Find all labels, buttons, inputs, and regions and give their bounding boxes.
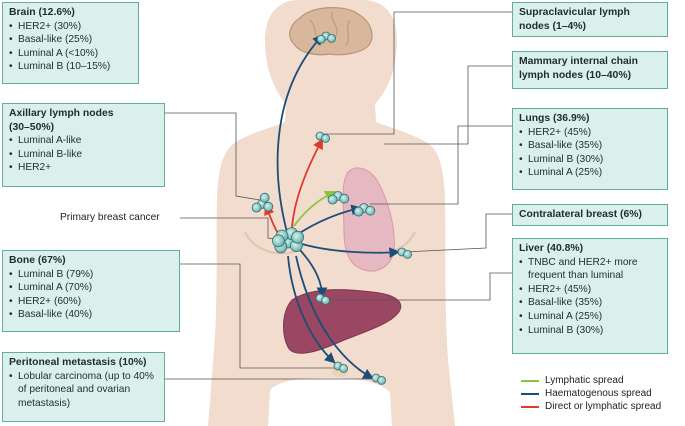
legend-swatch	[521, 393, 539, 396]
liver-item: Basal-like (35%)	[519, 296, 661, 310]
legend-label: Direct or lymphatic spread	[545, 401, 662, 413]
liver-box: Liver (40.8%) TNBC and HER2+ more freque…	[512, 238, 668, 354]
tumour-cell	[327, 34, 337, 43]
legend-item: Direct or lymphatic spread	[517, 400, 683, 413]
brain-box: Brain (12.6%) HER2+ (30%) Basal-like (25…	[2, 2, 139, 84]
supraclavicular-box: Supraclavicular lymph nodes (1–4%)	[512, 2, 668, 37]
breast-outline	[244, 231, 301, 255]
tumour-cell	[321, 295, 331, 305]
tumour-cell-cluster	[397, 247, 413, 259]
tumour-cell	[365, 205, 376, 216]
tumour-cell-cluster	[353, 203, 376, 217]
supraclavicular-title: Supraclavicular lymph nodes (1–4%)	[519, 7, 630, 32]
brain-item: HER2+ (30%)	[9, 20, 132, 34]
lungs-item: HER2+ (45%)	[519, 126, 661, 140]
arrow-mammary	[293, 191, 336, 227]
arrow-contralateral	[301, 243, 401, 259]
liver-item: Luminal A (25%)	[519, 310, 661, 324]
bone-item: Luminal A (70%)	[9, 281, 173, 295]
tumour-cell	[263, 201, 274, 212]
primary-tumour-label: Primary breast cancer	[60, 212, 160, 223]
liver-title: Liver (40.8%)	[519, 243, 584, 254]
bone-item: HER2+ (60%)	[9, 295, 173, 309]
liver-item: Luminal B (30%)	[519, 324, 661, 338]
tumour-cell-cluster	[316, 31, 337, 44]
tumour-cell	[339, 193, 350, 204]
legend-swatch	[521, 406, 539, 409]
tumour-cell-cluster	[251, 192, 274, 213]
arrow-brain	[276, 34, 324, 237]
mammary-title: Mammary internal chain lymph nodes (10–4…	[519, 56, 638, 81]
tumour-cell	[259, 192, 270, 203]
tumour-cell	[291, 230, 305, 244]
liver-organ	[283, 289, 402, 354]
tumour-cell-cluster	[315, 293, 331, 305]
liver-item: HER2+ (45%)	[519, 283, 661, 297]
arrow-liver	[299, 249, 328, 299]
tumour-cell	[251, 202, 262, 213]
lungs-title: Lungs (36.9%)	[519, 113, 590, 124]
contralateral-box: Contralateral breast (6%)	[512, 204, 668, 226]
tumour-cell-cluster	[315, 131, 331, 143]
bone-title: Bone (67%)	[9, 255, 66, 266]
axillary-item: Luminal A-like	[9, 134, 158, 148]
arrow-supraclavicular	[291, 138, 324, 229]
axillary-title: Axillary lymph nodes (30–50%)	[9, 108, 114, 133]
axillary-item: HER2+	[9, 161, 158, 175]
liver-item: TNBC and HER2+ more frequent than lumina…	[519, 256, 661, 283]
peritoneal-item: Lobular carcinoma (up to 40% of peritone…	[9, 370, 158, 411]
legend-item: Lymphatic spread	[517, 374, 683, 387]
tumour-cell	[353, 206, 364, 217]
brain-item: Basal-like (25%)	[9, 33, 132, 47]
legend: Lymphatic spread Haematogenous spread Di…	[517, 374, 683, 414]
tumour-cell	[316, 34, 326, 44]
contralateral-title: Contralateral breast (6%)	[519, 209, 642, 220]
tumour-cell-cluster	[333, 361, 349, 373]
legend-item: Haematogenous spread	[517, 387, 683, 400]
brain-item: Luminal A (<10%)	[9, 47, 132, 61]
tumour-cell-cluster	[371, 373, 387, 385]
tumour-cell	[377, 375, 387, 385]
tumour-cell	[339, 363, 349, 373]
arrow-peritoneum	[295, 255, 374, 380]
brain-organ	[289, 7, 373, 56]
legend-label: Lymphatic spread	[545, 375, 624, 386]
tumour-cell	[321, 133, 331, 143]
axillary-box: Axillary lymph nodes (30–50%) Luminal A-…	[2, 103, 165, 187]
brain-title: Brain (12.6%)	[9, 7, 75, 18]
tumour-cell-cluster	[327, 191, 350, 205]
axillary-item: Luminal B-like	[9, 148, 158, 162]
peritoneal-box: Peritoneal metastasis (10%) Lobular carc…	[2, 352, 165, 422]
tumour-cell	[271, 234, 285, 248]
peritoneal-title: Peritoneal metastasis (10%)	[9, 357, 147, 368]
arrow-bone	[287, 255, 336, 364]
bone-item: Basal-like (40%)	[9, 308, 173, 322]
lungs-item: Luminal A (25%)	[519, 166, 661, 180]
lungs-item: Luminal B (30%)	[519, 153, 661, 167]
bone-item: Luminal B (79%)	[9, 268, 173, 282]
tumour-cell-clusters	[251, 31, 413, 385]
leader-lines	[165, 11, 512, 380]
body-silhouette	[208, 0, 455, 426]
lungs-item: Basal-like (35%)	[519, 139, 661, 153]
tumour-cell	[403, 249, 413, 259]
legend-swatch	[521, 380, 539, 382]
legend-label: Haematogenous spread	[545, 388, 652, 400]
tumour-cell-cluster	[271, 227, 305, 254]
tumour-cell	[327, 194, 338, 205]
lung-organ	[342, 167, 395, 272]
bone-box: Bone (67%) Luminal B (79%) Luminal A (70…	[2, 250, 180, 332]
lungs-box: Lungs (36.9%) HER2+ (45%) Basal-like (35…	[512, 108, 668, 190]
brain-item: Luminal B (10–15%)	[9, 60, 132, 74]
mammary-box: Mammary internal chain lymph nodes (10–4…	[512, 51, 668, 89]
